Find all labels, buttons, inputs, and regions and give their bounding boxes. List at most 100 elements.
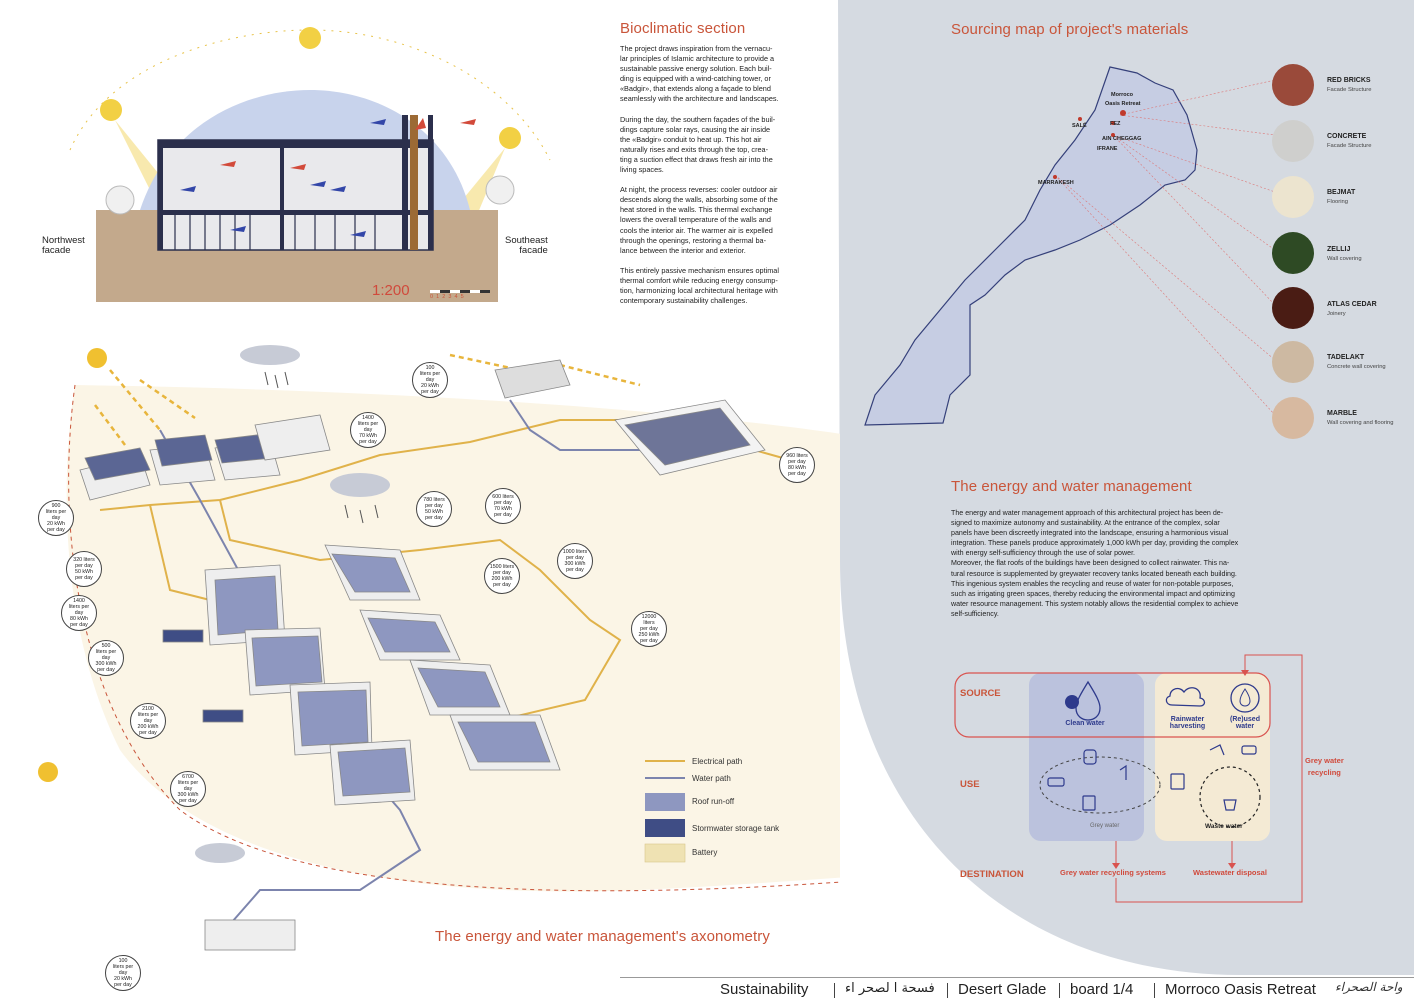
footer-separator bbox=[1059, 983, 1060, 998]
consumption-bubble: 6700 liters per day 300 kWh per day bbox=[170, 771, 206, 807]
legend-roof-runoff: Roof run-off bbox=[692, 797, 735, 806]
consumption-bubble: 100 liters per day 20 kWh per day bbox=[105, 955, 141, 991]
grey-water-recycling-label: Grey water recycling bbox=[1305, 756, 1344, 777]
material-use: Facade Structure bbox=[1327, 87, 1372, 93]
map-city-label: SALÉ bbox=[1072, 123, 1087, 129]
sun-icon bbox=[87, 348, 107, 368]
clean-water-label: Clean water bbox=[1065, 720, 1105, 727]
grey-water-label: Grey water bbox=[1090, 823, 1120, 829]
material-swatch bbox=[1272, 176, 1314, 218]
southeast-facade-label: Southeast facade bbox=[505, 235, 548, 256]
footer-divider bbox=[620, 977, 1414, 978]
consumption-bubble: 1400 liters per day 70 kWh per day bbox=[350, 412, 386, 448]
cloud-icon bbox=[195, 345, 390, 863]
sun-icon bbox=[38, 762, 58, 782]
material-name: ATLAS CEDAR bbox=[1327, 301, 1377, 308]
bathtub-icon bbox=[1047, 777, 1065, 787]
material-name: CONCRETE bbox=[1327, 133, 1367, 140]
sun-icon bbox=[299, 27, 321, 49]
map-city-label: MARRAKESH bbox=[1038, 180, 1074, 186]
grey-recycling-systems-label: Grey water recycling systems bbox=[1060, 868, 1166, 877]
reused-water-label: (Re)used water bbox=[1230, 716, 1260, 730]
consumption-bubble: 1500 liters per day 200 kWh per day bbox=[484, 558, 520, 594]
material-use: Concrete wall covering bbox=[1327, 364, 1386, 370]
footer-location: Morroco Oasis Retreat bbox=[1165, 981, 1316, 998]
material-name: ZELLIJ bbox=[1327, 246, 1351, 253]
waste-water-label: Waste water bbox=[1205, 823, 1243, 830]
bioclimatic-paragraph: This entirely passive mechanism ensures … bbox=[620, 265, 779, 306]
material-swatch bbox=[1272, 341, 1314, 383]
footer-arabic-title: فسحة ا لصحر اء bbox=[845, 981, 935, 996]
map-city-label: Oasis Retreat bbox=[1105, 101, 1141, 107]
map-city-label: AIN CHEGGAG bbox=[1102, 136, 1142, 142]
bioclimatic-paragraph: During the day, the southern façades of … bbox=[620, 114, 776, 175]
northwest-facade-label: Northwest facade bbox=[42, 235, 85, 256]
energy-water-title: The energy and water management bbox=[951, 478, 1192, 495]
sun-icon bbox=[100, 99, 122, 121]
footer-project-name: Desert Glade bbox=[958, 981, 1047, 998]
flow-use-label: USE bbox=[960, 779, 980, 790]
material-swatch bbox=[1272, 397, 1314, 439]
material-name: TADELAKT bbox=[1327, 354, 1365, 361]
material-use: Facade Structure bbox=[1327, 143, 1372, 149]
consumption-bubble: 960 liters per day 80 kWh per day bbox=[779, 447, 815, 483]
consumption-bubble: 1000 liters per day 300 kWh per day bbox=[557, 543, 593, 579]
legend-electrical-path: Electrical path bbox=[692, 757, 743, 766]
scale-ratio: 1:200 bbox=[372, 282, 410, 299]
bioclimatic-title: Bioclimatic section bbox=[620, 20, 746, 37]
footer-sustainability: Sustainability bbox=[720, 981, 809, 998]
footer-board-number: board 1/4 bbox=[1070, 981, 1134, 998]
shower-icon bbox=[1119, 764, 1127, 780]
watering-icon bbox=[1209, 744, 1225, 756]
bioclimatic-paragraph: The project draws inspiration from the v… bbox=[620, 44, 779, 104]
rainwater-harvesting-label: Rainwater harvesting bbox=[1169, 716, 1206, 730]
footer-separator bbox=[947, 983, 948, 998]
material-use: Wall covering bbox=[1327, 256, 1362, 262]
material-swatch bbox=[1272, 232, 1314, 274]
recycle-icon bbox=[1230, 683, 1260, 713]
legend-battery: Battery bbox=[692, 848, 718, 857]
cloud-icon bbox=[1165, 687, 1206, 707]
car-icon bbox=[1241, 745, 1257, 755]
sourcing-map-title: Sourcing map of project's materials bbox=[951, 21, 1189, 38]
legend-water-path: Water path bbox=[692, 774, 731, 783]
material-swatch bbox=[1272, 287, 1314, 329]
washing-machine-icon bbox=[1082, 795, 1096, 811]
morocco-map bbox=[864, 66, 1276, 426]
footer-separator bbox=[1154, 983, 1155, 998]
consumption-bubble: 780 liters per day 50 kWh per day bbox=[416, 491, 452, 527]
bioclimatic-text: The project draws inspiration from the v… bbox=[620, 44, 820, 306]
material-name: RED BRICKS bbox=[1327, 77, 1371, 84]
hand-wash-icon bbox=[1083, 749, 1097, 765]
map-city-label: IFRANE bbox=[1097, 146, 1118, 152]
toilet-icon bbox=[1223, 799, 1237, 811]
material-name: MARBLE bbox=[1327, 410, 1357, 417]
footer-signature: واحة الصحراء bbox=[1335, 980, 1403, 994]
axonometry-title: The energy and water management's axonom… bbox=[435, 928, 770, 945]
flow-source-label: SOURCE bbox=[960, 688, 1001, 699]
consumption-bubble: 500 liters per day 300 kWh per day bbox=[88, 640, 124, 676]
water-drop-icon bbox=[1065, 680, 1101, 721]
water-flow-diagram bbox=[954, 654, 1303, 903]
axonometry-drawing bbox=[38, 345, 840, 951]
bioclimatic-section-drawing bbox=[69, 27, 551, 302]
scale-ticks: 0 1 2 3 4 5 bbox=[430, 294, 464, 300]
consumption-bubble: 12000 liters per day 250 kWh per day bbox=[631, 611, 667, 647]
energy-water-text: The energy and water management approach… bbox=[951, 509, 1239, 618]
footer-separator bbox=[834, 983, 835, 998]
consumption-bubble: 1400 liters per day 80 kWh per day bbox=[61, 595, 97, 631]
legend-stormwater-tank: Stormwater storage tank bbox=[692, 824, 780, 833]
material-swatch bbox=[1272, 64, 1314, 106]
consumption-bubble: 320 liters per day 50 kWh per day bbox=[66, 551, 102, 587]
bioclimatic-paragraph: At night, the process reverses: cooler o… bbox=[620, 185, 778, 255]
material-name: BEJMAT bbox=[1327, 189, 1356, 196]
dishwasher-icon bbox=[1170, 773, 1185, 790]
consumption-bubble: 900 liters per day 20 kWh per day bbox=[38, 500, 74, 536]
material-use: Joinery bbox=[1327, 311, 1346, 317]
sun-icon bbox=[499, 127, 521, 149]
wastewater-disposal-label: Wastewater disposal bbox=[1193, 868, 1267, 877]
material-swatch bbox=[1272, 120, 1314, 162]
consumption-bubble: 100 liters per day 20 kWh per day bbox=[412, 362, 448, 398]
consumption-bubble: 2100 liters per day 200 kWh per day bbox=[130, 703, 166, 739]
map-city-label: Morroco bbox=[1111, 92, 1133, 98]
